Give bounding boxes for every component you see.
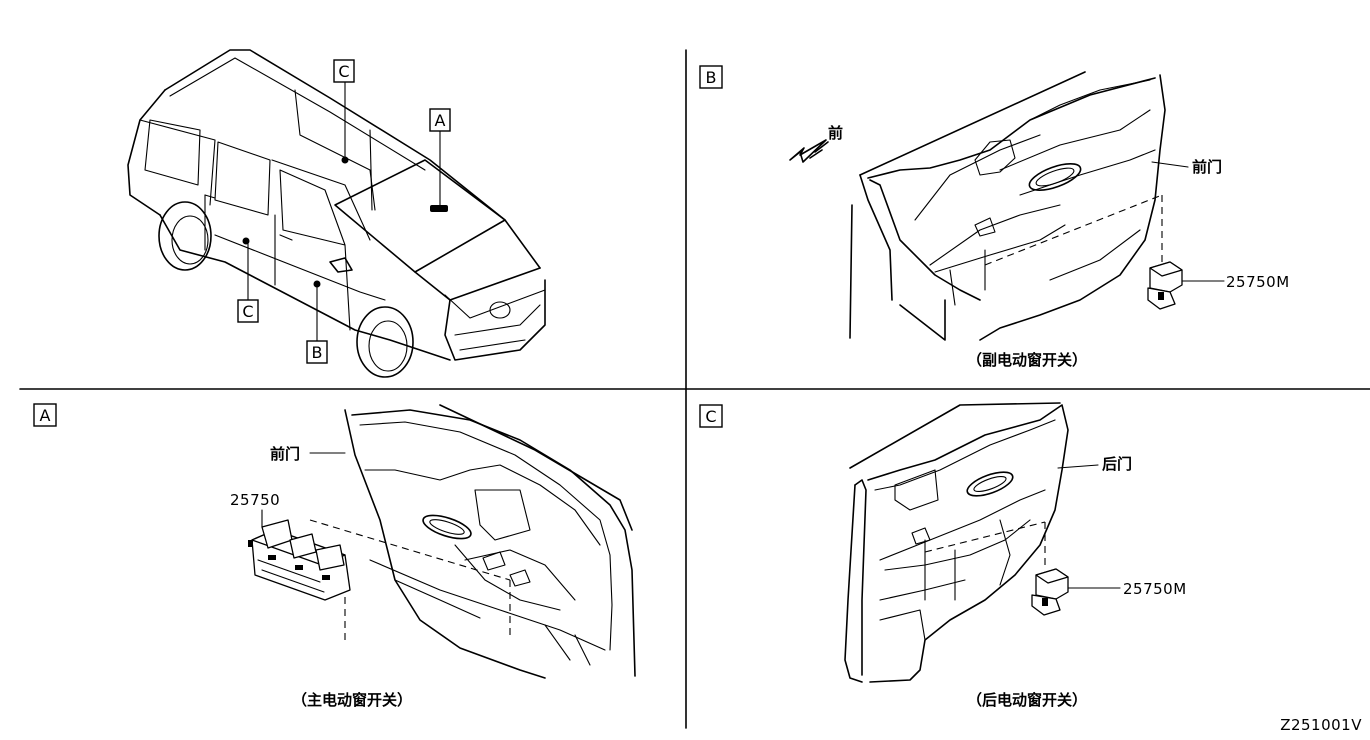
panel-b-tag-label: B xyxy=(706,68,717,87)
panel-c-dashed-leader-1 xyxy=(924,521,1046,553)
callout-a: A xyxy=(429,108,451,132)
main-power-window-switch-a xyxy=(248,519,351,601)
callout-c-bottom: C xyxy=(237,299,259,323)
panel-a-part-number: 25750 xyxy=(230,491,280,509)
panel-a-caption: （主电动窗开关） xyxy=(292,691,412,709)
rear-power-window-switch-b xyxy=(1147,261,1183,310)
panel-a-dashed-leader-1 xyxy=(309,519,511,581)
callout-c-top-label: C xyxy=(338,62,349,81)
panel-b-door-leader xyxy=(1151,161,1189,168)
panel-b-door-drawing xyxy=(849,71,1166,341)
panel-dividers xyxy=(19,49,1370,729)
callout-c-bottom-label: C xyxy=(242,302,253,321)
panel-a-door-label: 前门 xyxy=(270,445,300,463)
callout-b-label: B xyxy=(312,343,323,362)
rear-power-window-switch-c xyxy=(1031,568,1069,616)
panel-c-tag-label: C xyxy=(705,407,716,426)
callout-b: B xyxy=(306,340,328,364)
panel-b-part-number: 25750M xyxy=(1226,273,1290,291)
panel-a-tag: A xyxy=(33,403,57,427)
panel-b-caption: （副电动窗开关） xyxy=(967,351,1087,369)
car-overview-drawing xyxy=(127,49,546,378)
callout-c-top: C xyxy=(333,59,355,83)
panel-a-door-drawing xyxy=(344,404,636,679)
panel-c-tag: C xyxy=(699,404,723,428)
panel-a-tag-label: A xyxy=(40,406,51,425)
panel-b-dashed-leader-1 xyxy=(984,194,1163,266)
panel-c-caption: （后电动窗开关） xyxy=(967,691,1087,709)
panel-b-door-label: 前门 xyxy=(1192,158,1222,176)
callout-a-label: A xyxy=(435,111,446,130)
panel-b-tag: B xyxy=(699,65,723,89)
diagram-code: Z251001V xyxy=(1280,716,1362,734)
panel-c-door-leader xyxy=(1057,464,1099,469)
panel-c-part-number: 25750M xyxy=(1123,580,1187,598)
panel-c-door-label: 后门 xyxy=(1102,455,1132,473)
front-arrow-icon xyxy=(789,139,829,163)
panel-c-door-drawing xyxy=(844,402,1069,683)
front-direction-label: 前 xyxy=(828,124,843,142)
